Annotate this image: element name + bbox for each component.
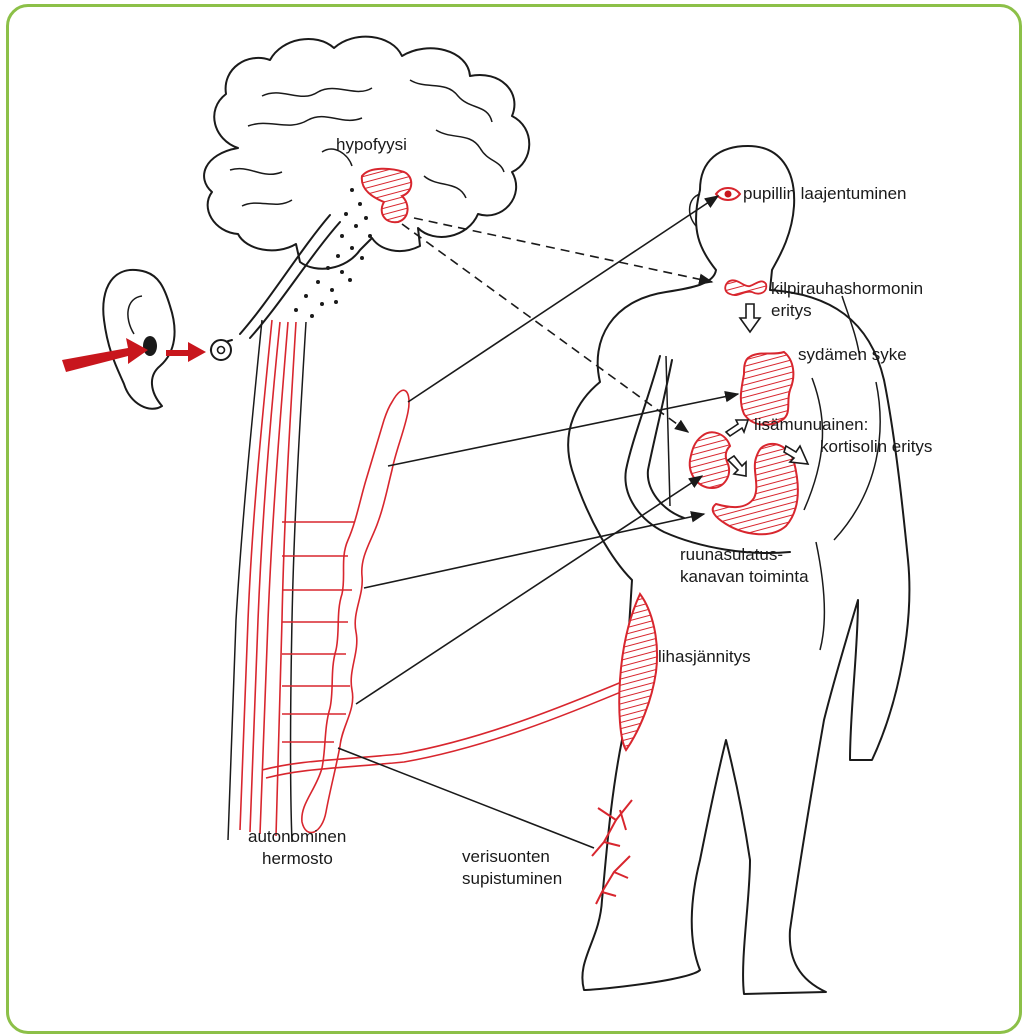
label-vessels-line1: verisuonten (462, 846, 550, 867)
label-digestion-line1: ruunasulatus- (680, 544, 783, 565)
thyroid (725, 280, 766, 295)
label-muscle-tension: lihasjännitys (658, 646, 751, 667)
brain-nerve-tracts (211, 215, 340, 352)
label-autonomic-line2: hermosto (262, 848, 333, 869)
label-digestion-line2: kanavan toiminta (680, 566, 809, 587)
label-heart-rate: sydämen syke (798, 344, 907, 365)
hormonal-pathways (402, 218, 712, 432)
blood-vessels (592, 800, 632, 904)
label-vessels-line2: supistuminen (462, 868, 562, 889)
label-pupil-dilation: pupillin laajentuminen (743, 183, 907, 204)
label-adrenal-line1: lisämunuainen: (754, 414, 868, 435)
thigh-muscle (619, 594, 657, 750)
label-thyroid-line2: eritys (771, 300, 812, 321)
label-hypofyysi: hypofyysi (336, 134, 407, 155)
nerve-pathways (338, 196, 738, 848)
label-adrenal-line2: kortisolin eritys (820, 436, 932, 457)
label-autonomic-line1: autonominen (248, 826, 346, 847)
ear (103, 270, 174, 409)
label-thyroid-line1: kilpirauhashormonin (771, 278, 923, 299)
spinal-cord-nerves (228, 320, 640, 842)
hypophysis (362, 169, 411, 222)
